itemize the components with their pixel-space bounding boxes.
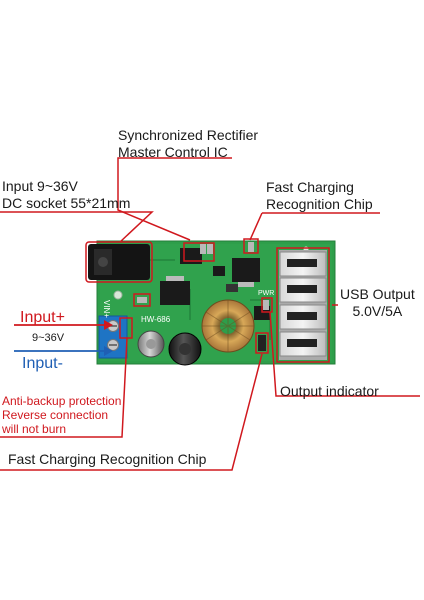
ic-chips — [160, 248, 270, 320]
box-usb — [276, 247, 330, 363]
label-rectifier: Synchronized Rectifier Master Control IC — [118, 127, 259, 160]
label-fast-bottom: Fast Charging Recognition Chip — [8, 451, 207, 467]
label-input-plus: Input+ — [20, 309, 65, 326]
box-output-led — [261, 297, 273, 313]
silk-model: HW-686 — [141, 315, 171, 324]
leader-fast-top — [249, 212, 380, 241]
leader-input — [0, 211, 154, 243]
box-fast-left — [133, 293, 151, 307]
usb-ports — [279, 250, 327, 360]
label-anti: Anti-backup protection Reverse connectio… — [2, 394, 122, 436]
box-anti — [119, 317, 133, 339]
label-fast-top: Fast Charging Recognition Chip — [266, 179, 373, 212]
leader-fast-bottom — [0, 353, 263, 471]
leader-rectifier — [117, 157, 232, 241]
label-input: Input 9~36V DC socket 55*21mm — [2, 178, 131, 211]
label-output-indicator: Output indicator — [280, 383, 379, 399]
silk-pwr: PWR — [258, 290, 274, 297]
dc-socket — [88, 244, 150, 280]
label-input-range: 9~36V — [32, 332, 65, 344]
input-arrows — [14, 320, 113, 356]
plus-arrowhead — [104, 320, 113, 330]
smd-parts — [137, 242, 269, 351]
silk-vin: VIN+ — [102, 300, 111, 318]
label-input-minus: Input- — [22, 355, 63, 372]
highlight-boxes — [85, 238, 330, 363]
leader-output — [269, 311, 420, 397]
silkscreen: VIN+ HW-686 PWR — [102, 290, 274, 324]
minus-arrowhead — [104, 346, 113, 356]
box-rectifier — [183, 242, 215, 262]
box-fast-bottom — [255, 332, 269, 354]
capacitors — [137, 330, 202, 366]
leader-anti — [0, 337, 128, 438]
box-dc-socket — [85, 241, 153, 283]
label-usb: USB Output 5.0V/5A — [340, 286, 415, 319]
leader-lines — [0, 157, 420, 471]
toroid-inductor — [201, 299, 255, 353]
